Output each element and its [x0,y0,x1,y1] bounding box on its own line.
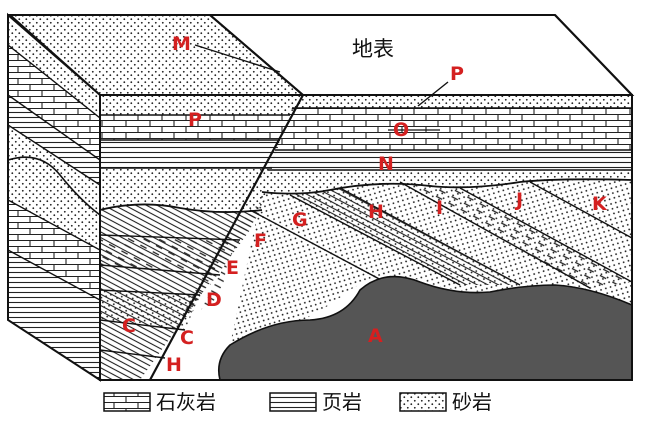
front-face [100,95,632,380]
surface-label: 地表 [352,37,394,61]
label-n: N [378,153,394,175]
label-e: E [226,257,239,279]
label-c-left: C [122,315,136,337]
svg-text:页岩: 页岩 [322,390,362,414]
fault-line [149,94,304,381]
legend-item-sandstone: 砂岩 [399,390,492,414]
label-h-right: H [368,201,384,223]
label-f: F [254,230,267,252]
svg-text:石灰岩: 石灰岩 [156,390,216,414]
label-d: D [206,289,222,311]
label-h-bottom: H [166,354,182,376]
label-j: J [514,189,523,211]
top-surface [7,14,635,96]
legend: 石灰岩 页岩 砂岩 [103,390,492,414]
svg-text:砂岩: 砂岩 [452,390,492,414]
legend-item-limestone: 石灰岩 [103,390,216,414]
label-g: G [292,209,308,231]
label-p-callout: P [450,63,464,85]
label-i: I [436,197,443,219]
label-m: M [172,33,191,55]
legend-item-shale: 页岩 [269,390,362,414]
label-o: O [393,119,409,141]
label-p-left: P [188,109,202,131]
label-k: K [592,193,608,215]
label-a: A [368,325,383,347]
label-c-mid: C [180,327,194,349]
side-face [8,20,100,380]
